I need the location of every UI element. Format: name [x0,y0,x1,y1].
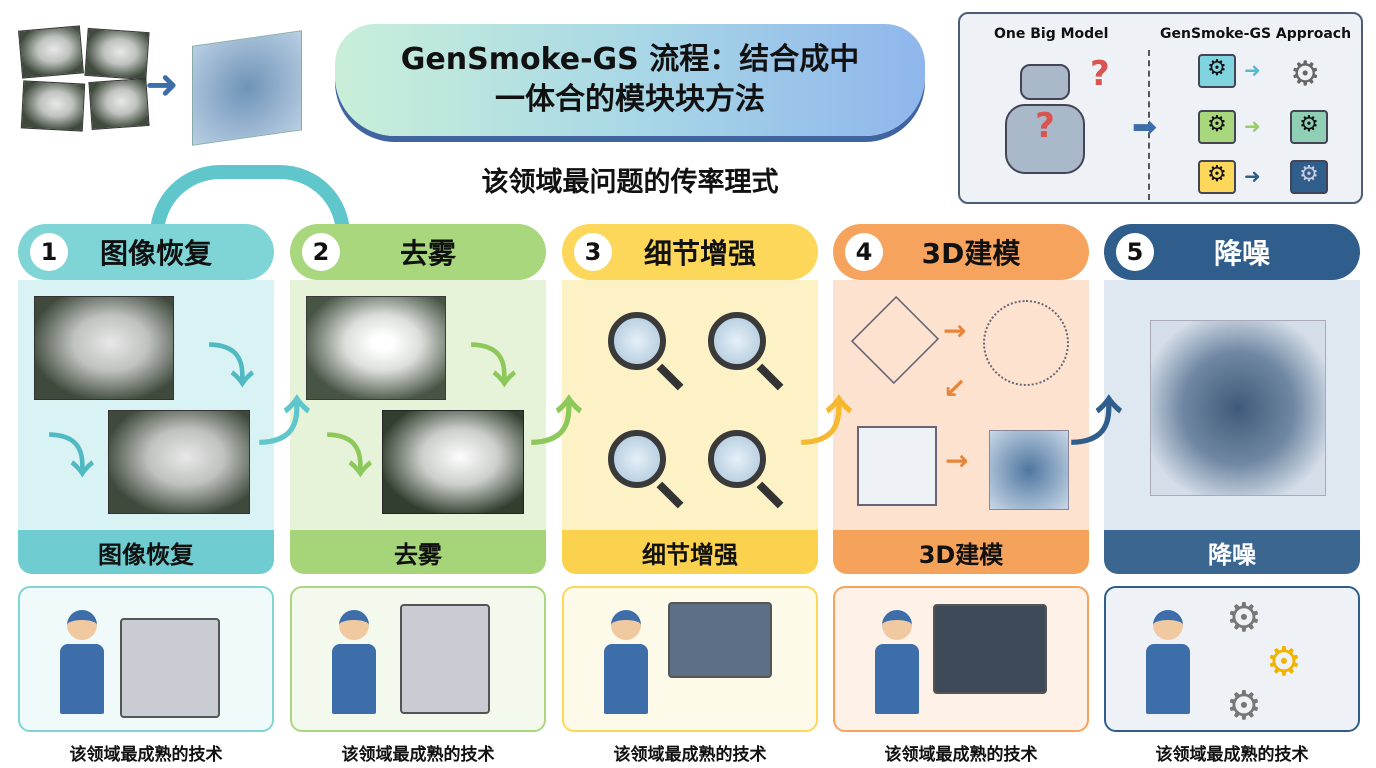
step-1-label-band: 图像恢复 [18,530,274,574]
worker-icon [1146,610,1190,720]
smoke-cube-illustration [192,30,302,146]
approach-label: GenSmoke-GS Approach [1160,26,1352,42]
magnifier-icon [708,312,766,370]
worker-icon [332,610,376,720]
step-4-header: 4 3D建模 [833,224,1089,280]
wireframe-icon [850,295,940,385]
step-4-worker-card [833,586,1089,732]
worker-icon [604,610,648,720]
magnifier-icon [608,430,666,488]
one-big-model-label: One Big Model [994,26,1109,42]
robot-icon: ? [1000,64,1090,194]
wireframe-icon [857,426,937,506]
magnifier-icon [708,430,766,488]
step-4-illustration: → ↙ → [833,280,1089,530]
step-4-column: 4 3D建模 → ↙ → 3D建模 该领域最成熟的技术 [833,224,1089,765]
arrow-icon: ➜ [145,62,179,108]
3d-printer-icon [400,604,490,714]
comparison-panel: One Big Model GenSmoke-GS Approach ? ? ➡… [958,12,1363,204]
gears-icon: ⚙⚙⚙ [1226,595,1302,729]
title-banner: GenSmoke-GS 流程：结合成中 一体合的模块块方法 [335,24,925,136]
arrow-icon: ⤴ [530,393,583,453]
smoke-cube-icon [989,430,1069,510]
step-title: 去雾 [399,237,456,270]
question-icon: ? [1090,54,1110,94]
monitor-icon [933,604,1047,694]
step-3-caption: 该领域最成熟的技术 [613,745,767,765]
step-title: 降噪 [1213,237,1270,270]
title-line-1: GenSmoke-GS 流程：结合成中 [400,42,860,77]
step-1-column: 1 图像恢复 ⤵ ⤵ 图像恢复 该领域最成熟的技术 [18,224,274,765]
step-3-illustration [562,280,818,530]
arrow-icon: ⤴ [258,393,311,453]
step-number: 5 [1116,233,1154,271]
step-number: 3 [574,233,612,271]
step-2-header: 2 去雾 [290,224,546,280]
step-2-column: 2 去雾 ⤵ ⤵ 去雾 该领域最成熟的技术 [290,224,546,765]
step-1-caption: 该领域最成熟的技术 [69,745,223,765]
step-5-column: 5 降噪 降噪 ⚙⚙⚙ 该领域最成熟的技术 [1104,224,1360,765]
step-3-column: 3 细节增强 细节增强 该领域最成熟的技术 [562,224,818,765]
arrow-icon: ⤴ [1070,393,1123,453]
input-images-illustration [18,25,150,133]
step-1-illustration: ⤵ ⤵ [18,280,274,530]
step-5-illustration [1104,280,1360,530]
step-3-label-band: 细节增强 [562,530,818,574]
step-title: 3D建模 [921,237,1021,270]
denoised-smoke-cube [1150,320,1326,496]
worker-icon [875,610,919,720]
step-5-caption: 该领域最成熟的技术 [1155,745,1309,765]
machine-icon [120,618,220,718]
step-number: 2 [302,233,340,271]
step-4-label-band: 3D建模 [833,530,1089,574]
subtitle: 该领域最问题的传率理式 [481,167,779,198]
step-3-worker-card [562,586,818,732]
monitor-icon [668,602,772,678]
step-4-caption: 该领域最成熟的技术 [884,745,1038,765]
step-5-label-band: 降噪 [1104,530,1360,574]
step-number: 4 [845,233,883,271]
worker-icon [60,610,104,720]
step-1-worker-card [18,586,274,732]
step-5-worker-card: ⚙⚙⚙ [1104,586,1360,732]
step-title: 细节增强 [643,237,756,270]
step-2-label-band: 去雾 [290,530,546,574]
arrow-icon: ⤴ [800,393,853,453]
step-2-worker-card [290,586,546,732]
point-cloud-icon [983,300,1069,386]
magnifier-icon [608,312,666,370]
title-line-2: 一体合的模块块方法 [495,82,765,117]
arrow-icon: ➡ [1132,110,1158,145]
step-number: 1 [30,233,68,271]
step-5-header: 5 降噪 [1104,224,1360,280]
step-3-header: 3 细节增强 [562,224,818,280]
step-title: 图像恢复 [99,237,212,270]
modules-diagram: ⚙ ⚙ ⚙ ⚙ ⚙ ⚙ ➜ ➜ ➜ [1198,54,1358,199]
step-2-illustration: ⤵ ⤵ [290,280,546,530]
step-2-caption: 该领域最成熟的技术 [341,745,495,765]
step-1-header: 1 图像恢复 [18,224,274,280]
